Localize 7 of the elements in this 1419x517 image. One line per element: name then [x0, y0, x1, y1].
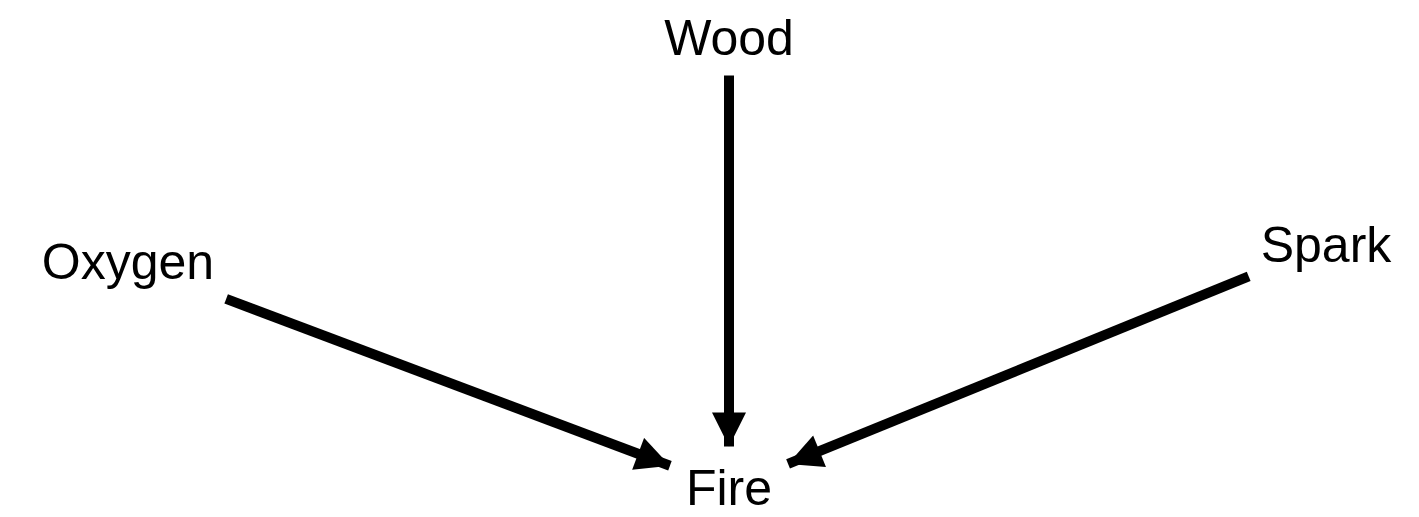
arrow [712, 75, 746, 447]
node-label: Wood [660, 8, 798, 68]
arrow [224, 294, 672, 471]
node-label: Fire [681, 458, 777, 517]
node-label: Spark [1256, 215, 1396, 275]
node-label: Oxygen [37, 232, 219, 292]
arrow [786, 271, 1251, 469]
